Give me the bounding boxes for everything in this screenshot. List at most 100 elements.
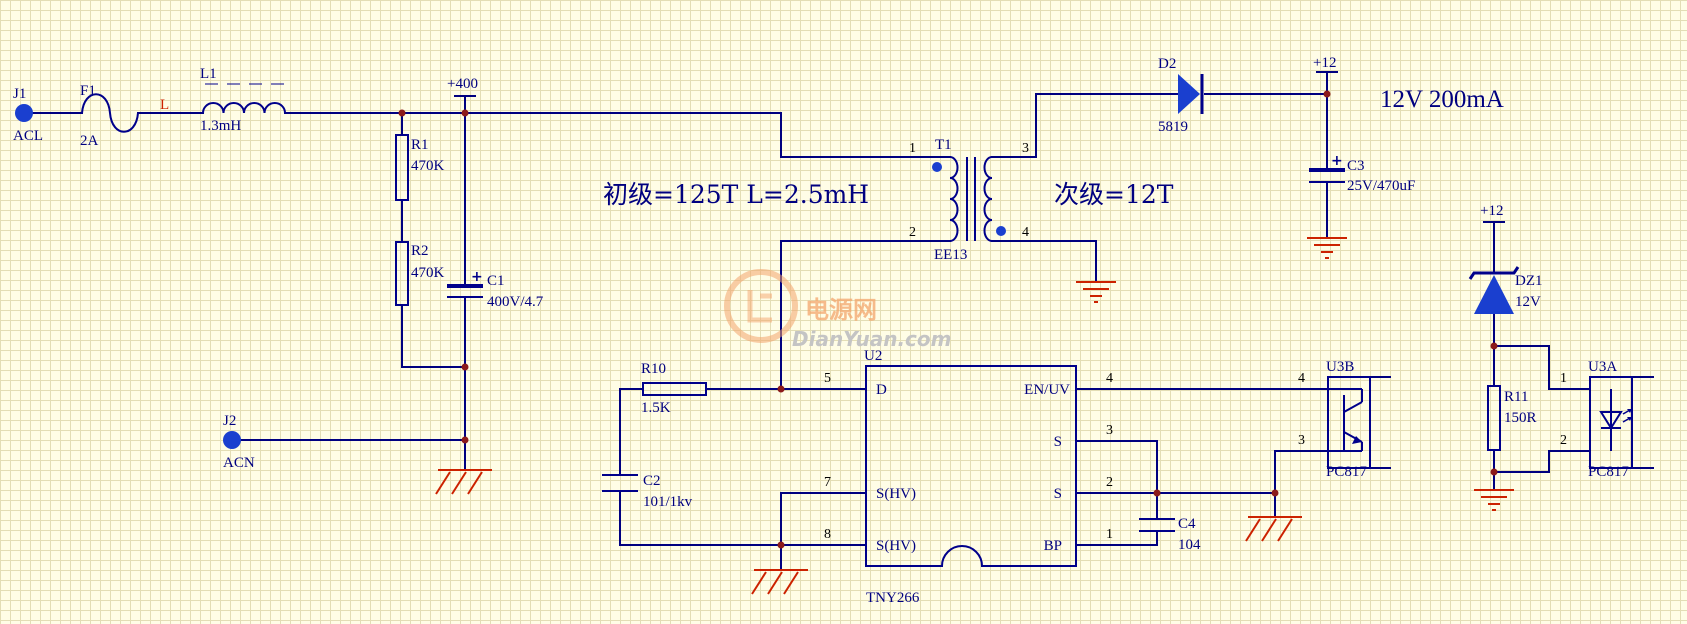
r2-value: 470K	[411, 265, 445, 281]
rail-12-label: +12	[1313, 55, 1336, 71]
t1-pin3: 3	[1022, 141, 1029, 156]
r2-resistor: R2 470K	[395, 241, 445, 306]
l1-ref: L1	[200, 66, 217, 82]
u2-pin3-num: 3	[1106, 423, 1113, 438]
u2-pin5-num: 5	[824, 371, 831, 386]
u3a-value: PC817	[1588, 464, 1629, 480]
u3a-optocoupler: U3A PC817 1 2	[1560, 359, 1633, 480]
r1-resistor: R1 470K	[395, 134, 445, 201]
r1-ref: R1	[411, 137, 429, 153]
f1-value: 2A	[80, 133, 99, 149]
watermark-logo-icon	[724, 269, 798, 343]
r1-value: 470K	[411, 158, 445, 174]
ground-secondary-icon	[1076, 281, 1116, 303]
f1-ref: F1	[80, 83, 96, 99]
junction-dot	[461, 436, 469, 444]
c3-plus-icon: +	[1331, 153, 1343, 169]
r10-ref: R10	[641, 361, 666, 377]
u2-pin7-num: 7	[824, 475, 831, 490]
t1-pin1: 1	[909, 141, 916, 156]
c4-capacitor: C4 104	[1139, 516, 1201, 553]
r11-resistor: R11 150R	[1487, 385, 1537, 451]
j1-label: ACL	[13, 128, 43, 144]
watermark: 电源网 DianYuan.com	[724, 269, 951, 351]
ground-u2-icon	[751, 569, 808, 595]
c3-ref: C3	[1347, 158, 1365, 174]
d2-value: 5819	[1158, 119, 1188, 135]
c1-capacitor: + C1 400V/4.7	[447, 269, 544, 310]
t1-pin2: 2	[909, 225, 916, 240]
junction-dot	[1323, 90, 1331, 98]
u2-pin-shv1: S(HV)	[876, 486, 916, 502]
ground-left-icon	[435, 469, 492, 495]
u3b-pin3: 3	[1298, 433, 1305, 448]
j2-ref: J2	[223, 413, 236, 429]
junction-dot	[1490, 468, 1498, 476]
rail-12-label-2: +12	[1480, 203, 1503, 219]
dz1-zener: DZ1 12V	[1468, 266, 1543, 314]
u2-pin1-num: 1	[1106, 527, 1113, 542]
watermark-cn: 电源网	[805, 296, 877, 324]
wires	[23, 71, 1654, 571]
d2-ref: D2	[1158, 56, 1176, 72]
j2-label: ACN	[223, 455, 255, 471]
j1-terminal: J1 ACL	[13, 86, 43, 144]
d2-diode: D2 5819	[1158, 56, 1204, 135]
l1-inductor: L1 1.3mH	[200, 66, 286, 134]
u3b-ref: U3B	[1326, 359, 1354, 375]
c2-capacitor: C2 101/1kv	[602, 473, 693, 510]
t1-dot-primary	[932, 162, 942, 172]
t1-dot-secondary	[996, 226, 1006, 236]
r11-value: 150R	[1504, 410, 1537, 426]
c2-value: 101/1kv	[643, 494, 693, 510]
watermark-en: DianYuan.com	[792, 327, 951, 351]
l1-value: 1.3mH	[200, 118, 241, 134]
r10-value: 1.5K	[641, 400, 671, 416]
u3a-pin1: 1	[1560, 371, 1567, 386]
u2-ref: U2	[864, 348, 882, 364]
u2-value: TNY266	[866, 590, 920, 606]
u3b-pin4: 4	[1298, 371, 1305, 386]
junctions	[398, 90, 1498, 549]
c2-ref: C2	[643, 473, 661, 489]
rail-400-label: +400	[447, 76, 478, 92]
u2-pin-en: EN/UV	[1024, 382, 1070, 398]
j1-ref: J1	[13, 86, 26, 102]
dz1-value: 12V	[1515, 294, 1541, 310]
ground-c3-icon	[1307, 237, 1347, 259]
r10-resistor: R10 1.5K	[641, 361, 707, 416]
dz1-ref: DZ1	[1515, 273, 1543, 289]
f1-fuse: F1 2A	[80, 83, 139, 149]
u3b-value: PC817	[1326, 464, 1367, 480]
u2-pin2-num: 2	[1106, 475, 1113, 490]
c3-capacitor: + C3 25V/470uF	[1309, 153, 1415, 194]
u2-pin-shv2: S(HV)	[876, 538, 916, 554]
t1-ref: T1	[935, 137, 952, 153]
t1-pin4: 4	[1022, 225, 1029, 240]
j2-terminal: J2 ACN	[223, 413, 255, 471]
junction-dot	[1490, 342, 1498, 350]
net-label-l: L	[160, 97, 169, 113]
c4-value: 104	[1178, 537, 1201, 553]
u2-pin-s1: S	[1054, 434, 1062, 450]
ground-opto-icon	[1245, 516, 1302, 542]
c4-ref: C4	[1178, 516, 1196, 532]
junction-dot	[461, 109, 469, 117]
t1-value: EE13	[934, 247, 967, 263]
u2-tny266: U2 TNY266 D EN/UV S S S(HV) S(HV) BP 5 4…	[824, 348, 1113, 606]
junction-dot	[398, 109, 406, 117]
u3a-pin2: 2	[1560, 433, 1567, 448]
u2-pin-bp: BP	[1044, 538, 1062, 554]
u3b-optocoupler: U3B PC817 4 3	[1298, 359, 1371, 480]
u2-pin4-num: 4	[1106, 371, 1113, 386]
u2-pin8-num: 8	[824, 527, 831, 542]
u2-pin-d: D	[876, 382, 887, 398]
ground-r11-icon	[1474, 489, 1514, 511]
junction-dot	[1153, 489, 1161, 497]
t1-transformer: T1 EE13 1 2 3 4	[909, 137, 1029, 263]
note-secondary: 次级=12T	[1054, 180, 1174, 209]
c3-value: 25V/470uF	[1347, 178, 1415, 194]
u2-pin-s2: S	[1054, 486, 1062, 502]
c1-plus-icon: +	[471, 269, 483, 285]
